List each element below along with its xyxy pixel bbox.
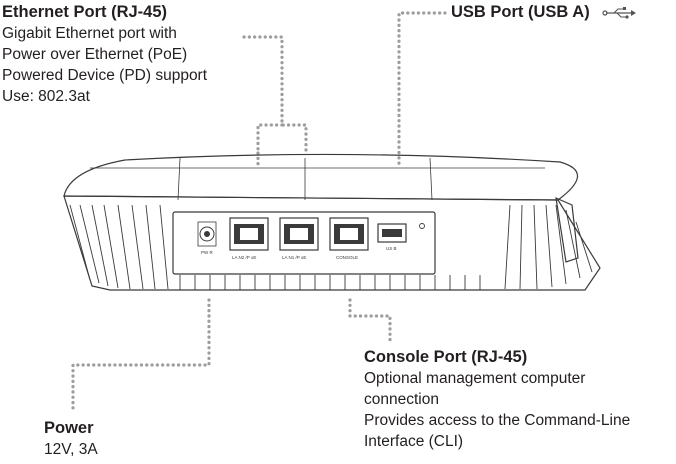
usb-port — [377, 223, 407, 243]
power-callout: Power 12V, 3A — [44, 418, 98, 460]
power-port-label: PW R — [201, 250, 213, 255]
console-port-label: CONSOLE — [336, 255, 358, 260]
power-leader-line — [71, 298, 211, 415]
lan2-port-label: LA N2 /P oE — [232, 255, 256, 260]
console-port-title: Console Port (RJ-45) — [364, 348, 528, 366]
mounting-bracket — [555, 197, 579, 263]
lan1-port-label: LA N1 /P oE — [282, 255, 306, 260]
console-port — [329, 217, 369, 251]
ethernet-port-desc-3: Powered Device (PD) support — [2, 67, 208, 84]
cooling-fins-bottom — [179, 275, 481, 290]
cooling-fins-right — [504, 204, 593, 290]
power-jack — [197, 221, 217, 247]
access-point-device: PW R LA N2 /P oE LA N1 /P oE CONSOLE — [63, 153, 601, 291]
ethernet-port-desc-2: Power over Ethernet (PoE) — [2, 46, 188, 63]
console-port-desc-2: connection — [364, 391, 439, 408]
console-port-desc-1: Optional management computer — [364, 370, 586, 387]
console-leader-line — [348, 298, 392, 344]
ethernet-port-title: Ethernet Port (RJ-45) — [2, 3, 168, 21]
power-spec: 12V, 3A — [44, 441, 98, 458]
ethernet-port-lan2 — [229, 217, 269, 251]
usb-port-label: US B — [386, 246, 397, 251]
usb-port-title: USB Port (USB A) — [451, 3, 590, 21]
usb-port-callout: USB Port (USB A) — [451, 2, 590, 23]
cover-ribs — [177, 157, 433, 201]
console-port-callout: Console Port (RJ-45) Optional management… — [364, 347, 630, 452]
status-led — [419, 223, 425, 229]
power-title: Power — [44, 419, 94, 437]
usb-icon — [602, 7, 636, 19]
device-top-cover — [63, 153, 578, 201]
ethernet-port-desc-1: Gigabit Ethernet port with — [2, 25, 177, 42]
usb-leader-line — [397, 11, 447, 170]
ethernet-port-callout: Ethernet Port (RJ-45) Gigabit Ethernet p… — [2, 2, 207, 107]
console-port-desc-4: Interface (CLI) — [364, 433, 464, 450]
cooling-fins-left — [69, 204, 169, 290]
ethernet-port-desc-4: Use: 802.3at — [2, 88, 90, 105]
ethernet-port-lan1 — [279, 217, 319, 251]
ethernet-leader-line — [242, 35, 308, 167]
port-panel — [172, 211, 436, 275]
device-lower-body — [63, 195, 601, 291]
console-port-desc-3: Provides access to the Command-Line — [364, 412, 631, 429]
